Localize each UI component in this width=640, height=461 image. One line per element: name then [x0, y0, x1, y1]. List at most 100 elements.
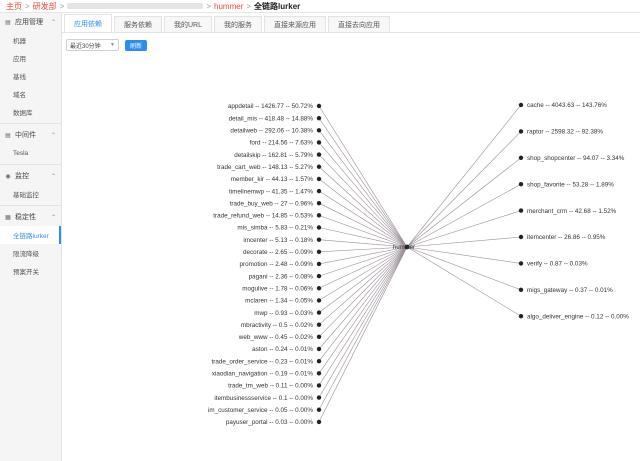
source-node[interactable] [316, 128, 322, 133]
source-node[interactable] [316, 310, 322, 315]
source-node[interactable] [316, 115, 322, 121]
source-node-label[interactable]: detailskip -- 162.81 -- 5.79% [234, 152, 313, 159]
source-node[interactable] [316, 371, 322, 376]
sidebar-item-baseline[interactable]: 基线 [13, 74, 26, 81]
source-node-label[interactable]: decorate -- 2.65 -- 0.09% [243, 249, 313, 256]
source-node-label[interactable]: mbractivity -- 0.5 -- 0.02% [241, 322, 313, 329]
source-node[interactable] [316, 383, 322, 388]
target-node[interactable] [518, 261, 524, 266]
sidebar-item-plan-switch[interactable]: 预案开关 [13, 269, 39, 276]
breadcrumb-dept-link[interactable]: 研发部 [32, 1, 57, 11]
source-node-label[interactable]: mogulive -- 1.78 -- 0.06% [242, 285, 313, 292]
source-node[interactable] [316, 346, 322, 352]
tab-direct-target-apps[interactable]: 直接去向应用 [328, 16, 391, 32]
target-node[interactable] [518, 287, 524, 292]
source-node[interactable] [316, 419, 322, 425]
source-node-label[interactable]: timelinemwp -- 41.35 -- 1.47% [229, 188, 313, 195]
source-node-label[interactable]: trade_order_service -- 0.23 -- 0.01% [212, 358, 314, 365]
sidebar-group-monitor[interactable]: ◉ 监控 ⌃ [0, 167, 61, 185]
source-node-label[interactable]: trade_refund_web -- 14.85 -- 0.53% [213, 213, 313, 220]
source-node[interactable] [316, 286, 322, 291]
source-node-label[interactable]: detail_mis -- 418.48 -- 14.88% [229, 115, 314, 122]
target-node[interactable] [518, 155, 524, 160]
target-node[interactable] [518, 182, 524, 187]
edge-line [406, 246, 522, 291]
target-node-label[interactable]: itemcenter -- 26.86 -- 0.95% [527, 234, 606, 241]
source-node-label[interactable]: itembusinessservice -- 0.1 -- 0.00% [214, 395, 313, 402]
source-node[interactable] [316, 273, 322, 279]
target-node[interactable] [518, 102, 524, 108]
sidebar-item-machine[interactable]: 机器 [13, 38, 26, 45]
target-node[interactable] [518, 129, 524, 134]
source-node-label[interactable]: imcenter -- 5.13 -- 0.18% [243, 237, 313, 244]
sidebar-group-app-management[interactable]: ▤ 应用管理 ⌃ [0, 13, 61, 31]
source-node[interactable] [316, 188, 322, 194]
source-node-label[interactable]: member_kir -- 44.13 -- 1.57% [231, 176, 314, 183]
source-node-label[interactable]: trade_cart_web -- 148.13 -- 5.27% [217, 164, 313, 171]
sidebar-item-app[interactable]: 应用 [13, 56, 26, 63]
target-node[interactable] [518, 234, 524, 240]
sidebar-item-lurker[interactable]: 全链路lurker [0, 226, 61, 244]
source-node[interactable] [316, 358, 322, 364]
breadcrumb-home-link[interactable]: 主页 [6, 1, 22, 11]
center-node[interactable] [404, 244, 410, 250]
target-node-label[interactable]: shop_favorite -- 53.28 -- 1.89% [527, 181, 614, 188]
source-node[interactable] [316, 213, 322, 218]
source-node-label[interactable]: ford -- 214.56 -- 7.63% [250, 140, 314, 147]
source-node[interactable] [316, 140, 322, 145]
source-node[interactable] [316, 249, 322, 254]
source-node-label[interactable]: promotion -- 2.48 -- 0.09% [240, 261, 314, 268]
source-node-label[interactable]: mwp -- 0.93 -- 0.03% [254, 310, 313, 317]
source-node[interactable] [316, 334, 322, 340]
tab-my-services[interactable]: 我的服务 [214, 16, 263, 32]
sidebar-item-domain[interactable]: 域名 [13, 92, 26, 99]
source-node-label[interactable]: trade_tm_web -- 0.11 -- 0.00% [228, 383, 313, 390]
tab-service-deps[interactable]: 服务依赖 [114, 16, 162, 32]
target-node-label[interactable]: cache -- 4043.63 -- 143.76% [527, 102, 607, 109]
breadcrumb-app-link[interactable]: hummer [214, 1, 244, 11]
source-node-label[interactable]: web_www -- 0.45 -- 0.02% [238, 334, 314, 341]
time-range-select[interactable]: 最近30分钟 ▼ [66, 39, 119, 51]
sidebar-item-basic-monitor[interactable]: 基础监控 [13, 192, 39, 199]
source-node[interactable] [316, 164, 322, 169]
source-node-label[interactable]: trade_buy_web -- 27 -- 0.96% [230, 200, 314, 207]
source-node[interactable] [316, 261, 322, 267]
source-node[interactable] [316, 225, 322, 230]
source-node[interactable] [316, 322, 322, 327]
source-node-label[interactable]: payuser_portal -- 0.03 -- 0.00% [226, 419, 314, 426]
target-node-label[interactable]: merchant_crm -- 42.68 -- 1.52% [527, 208, 617, 215]
sidebar-item-rate-limit[interactable]: 限流降级 [13, 251, 39, 258]
target-node-label[interactable]: algo_deliver_engine -- 0.12 -- 0.00% [527, 313, 629, 320]
source-node-label[interactable]: detailweb -- 292.06 -- 10.38% [230, 128, 313, 135]
source-node-label[interactable]: aston -- 0.24 -- 0.01% [252, 346, 313, 353]
source-node[interactable] [316, 237, 322, 242]
sidebar-item-database[interactable]: 数据库 [13, 110, 33, 117]
tab-my-url[interactable]: 我的URL [164, 16, 213, 32]
target-node-label[interactable]: migs_gateway -- 0.37 -- 0.01% [527, 287, 613, 294]
sidebar-group-middleware[interactable]: ▤ 中间件 ⌃ [0, 126, 61, 144]
source-node-label[interactable]: mclaren -- 1.34 -- 0.05% [245, 298, 313, 305]
source-node[interactable] [316, 407, 322, 412]
source-node-label[interactable]: appdetail -- 1426.77 -- 50.72% [228, 103, 313, 110]
sidebar-item-tesla[interactable]: Tesla [13, 149, 29, 157]
target-node-label[interactable]: raptor -- 2598.32 -- 92.38% [527, 129, 603, 136]
source-node[interactable] [316, 103, 322, 109]
sidebar-group-stability[interactable]: ▦ 稳定性 ⌃ [0, 208, 61, 226]
source-node[interactable] [316, 395, 322, 400]
target-node[interactable] [518, 314, 524, 319]
target-node[interactable] [518, 208, 524, 213]
source-node[interactable] [316, 298, 322, 303]
source-node[interactable] [316, 176, 322, 182]
source-node-label[interactable]: mis_simba -- 5.83 -- 0.21% [237, 225, 313, 232]
target-node-label[interactable]: shop_shopcenter -- 94.07 -- 3.34% [527, 155, 625, 162]
source-node-label[interactable]: xiaodian_navigation -- 0.19 -- 0.01% [212, 371, 314, 378]
source-node-label[interactable]: im_customer_service -- 0.05 -- 0.00% [208, 407, 313, 414]
tab-direct-source-apps[interactable]: 直接来源应用 [264, 16, 327, 32]
source-node-label[interactable]: pagani -- 2.36 -- 0.08% [249, 273, 314, 280]
edge-line [318, 246, 408, 313]
target-node-label[interactable]: verify -- 0.87 -- 0.03% [527, 261, 588, 268]
refresh-button[interactable]: 刷新 [125, 39, 148, 51]
source-node[interactable] [316, 201, 322, 206]
tab-app-deps[interactable]: 应用依赖 [64, 14, 112, 32]
source-node[interactable] [316, 152, 322, 157]
